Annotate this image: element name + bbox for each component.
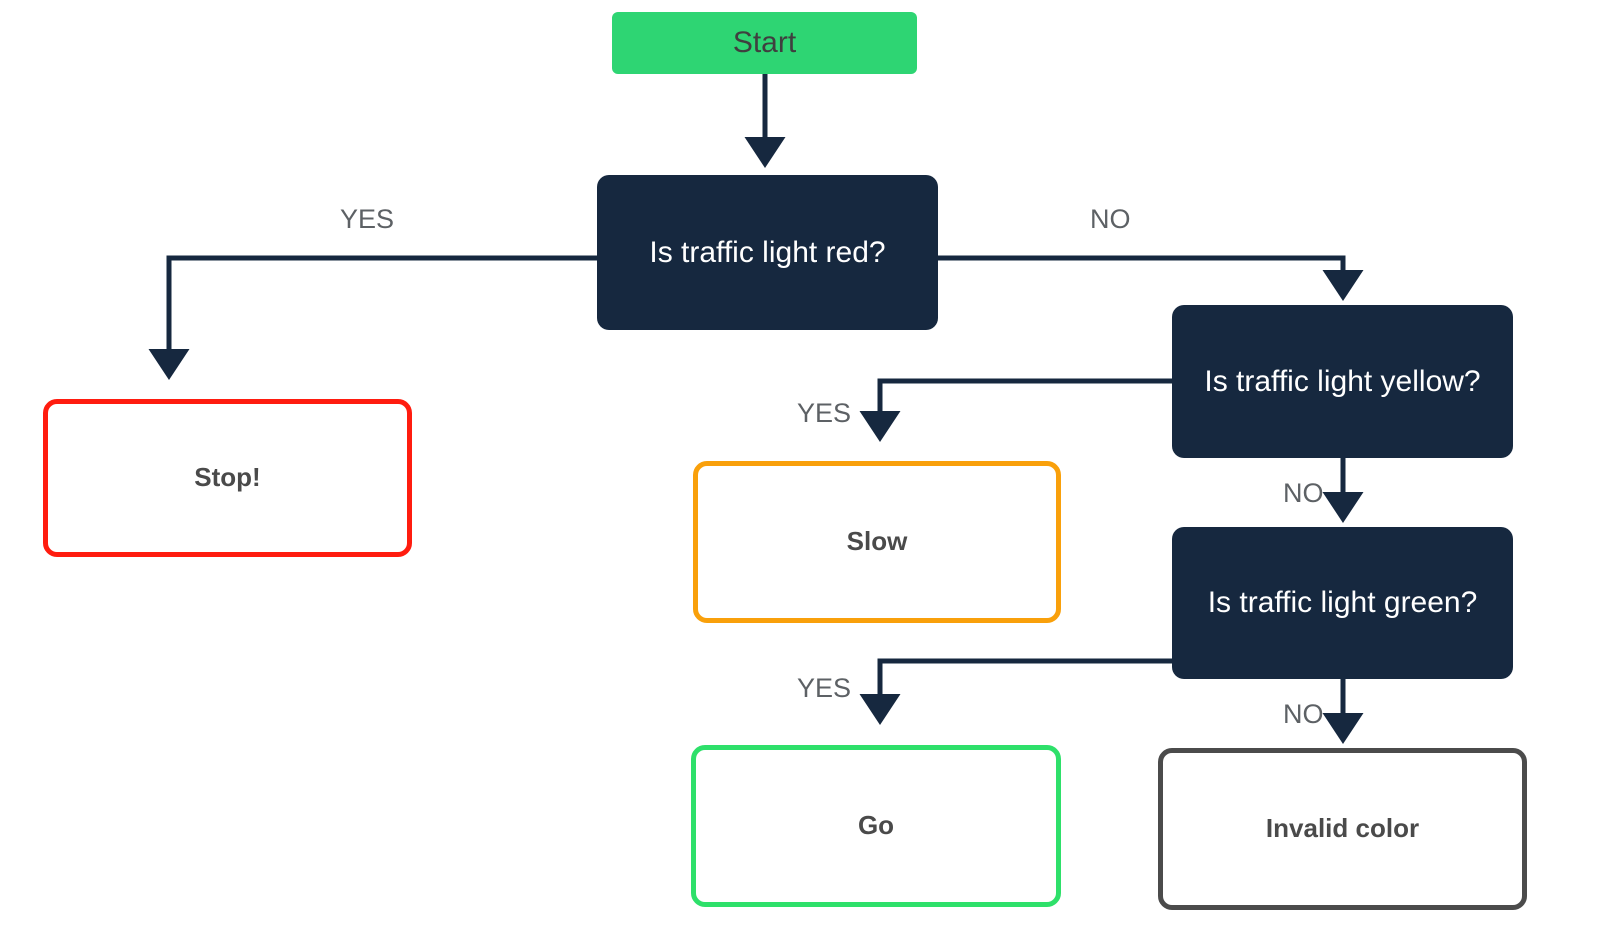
node-go-label: Go	[857, 810, 895, 841]
edge-label-green-no: NO	[1283, 699, 1324, 729]
edge-red-yes-to-stop	[148, 255, 597, 381]
node-stop-label: Stop!	[194, 462, 261, 493]
node-slow-label: Slow	[846, 526, 908, 557]
edge-label-green-yes: YES	[797, 673, 852, 703]
node-is-traffic-light-yellow-label: Is traffic light yellow?	[1204, 364, 1481, 398]
node-start-label: Start	[732, 26, 797, 59]
node-start[interactable]: Start	[612, 12, 917, 74]
edge-green-yes-to-go	[859, 658, 1172, 726]
node-invalid-color[interactable]: Invalid color	[1158, 748, 1527, 910]
node-invalid-color-label: Invalid color	[1265, 813, 1420, 844]
node-is-traffic-light-red-label: Is traffic light red?	[649, 235, 886, 269]
node-is-traffic-light-red[interactable]: Is traffic light red?	[597, 175, 938, 330]
edge-label-red-no: NO	[1090, 204, 1131, 234]
node-is-traffic-light-green-label: Is traffic light green?	[1207, 586, 1478, 619]
edge-red-no-to-yellow	[937, 255, 1364, 302]
edge-label-yellow-no: NO	[1283, 478, 1324, 508]
node-slow[interactable]: Slow	[693, 461, 1061, 623]
node-go[interactable]: Go	[691, 745, 1061, 907]
edge-yellow-yes-to-slow	[859, 378, 1172, 443]
edge-label-red-yes: YES	[340, 204, 395, 234]
node-is-traffic-light-green[interactable]: Is traffic light green?	[1172, 527, 1513, 679]
edge-label-yellow-yes: YES	[797, 398, 852, 428]
node-is-traffic-light-yellow[interactable]: Is traffic light yellow?	[1172, 305, 1513, 458]
node-stop[interactable]: Stop!	[43, 399, 412, 557]
